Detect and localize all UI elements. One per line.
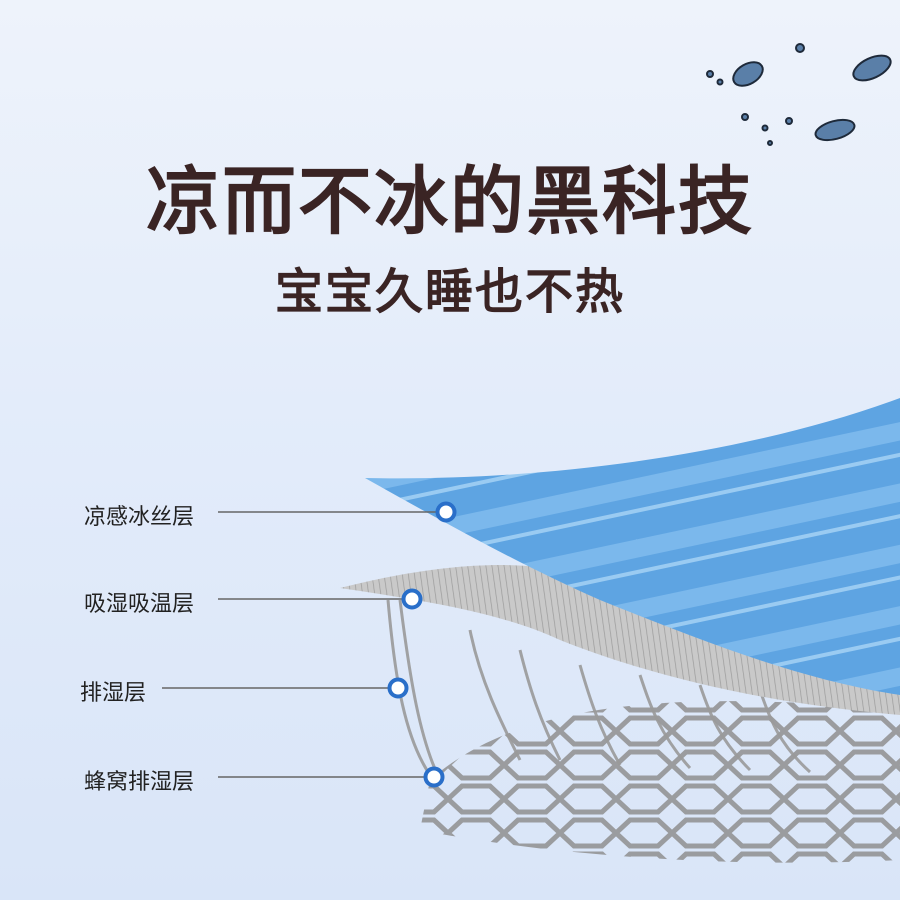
leader-lines	[162, 511, 436, 778]
layer-label-wicking: 排湿层	[80, 681, 147, 706]
page-subtitle: 宝宝久睡也不热	[274, 264, 625, 320]
layer-label-honeycomb: 蜂窝排湿层	[84, 770, 195, 795]
layer-label-cooling: 凉感冰丝层	[84, 505, 195, 530]
marker-dot-1	[435, 501, 457, 523]
marker-dot-2	[401, 588, 423, 610]
marker-dot-4	[423, 766, 445, 788]
marker-dot-3	[387, 677, 409, 699]
absorbing-layer	[340, 565, 900, 715]
honeycomb-layer	[420, 701, 900, 863]
page-title: 凉而不冰的黑科技	[146, 159, 754, 245]
layer-label-absorb: 吸湿吸温层	[84, 592, 195, 617]
cooling-layer	[365, 398, 900, 695]
water-drops-icon	[706, 43, 892, 146]
mesh-layer	[386, 599, 812, 781]
